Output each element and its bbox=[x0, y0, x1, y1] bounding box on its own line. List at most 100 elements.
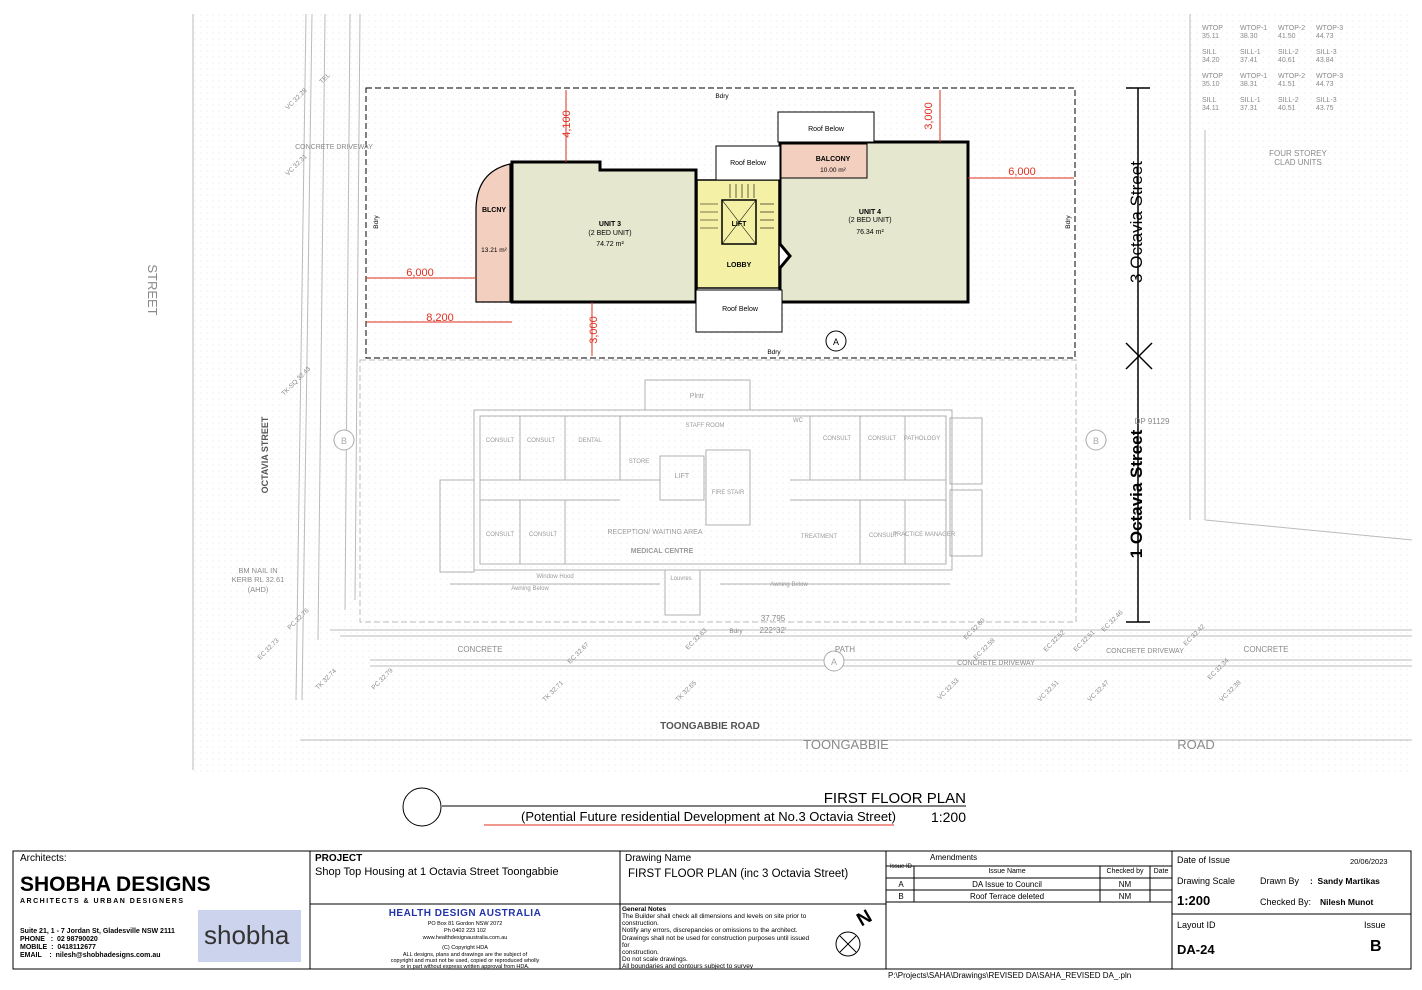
architects-label: Architects: bbox=[20, 853, 67, 864]
level-label: WTOP bbox=[1202, 25, 1223, 32]
hda-line-1: PO Box 81 Gordon NSW 2072 bbox=[427, 921, 503, 927]
bm-nail-1: BM NAIL IN bbox=[238, 566, 277, 575]
street-left-label: STREET bbox=[145, 264, 160, 315]
shobha-logo-box bbox=[198, 910, 301, 962]
unit-4-type: (2 BED UNIT) bbox=[848, 217, 891, 224]
general-note-line: Notify any errors, discrepancies or omis… bbox=[622, 927, 798, 935]
level-label: SILL-2 bbox=[1278, 49, 1299, 56]
section-a-bottom: A bbox=[831, 657, 837, 667]
ground-consult-7: CONSULT bbox=[869, 533, 898, 539]
dim-6000-right: 6,000 bbox=[1008, 166, 1036, 178]
dim-8200: 8,200 bbox=[426, 312, 454, 324]
level-label: 37.41 bbox=[1240, 57, 1258, 64]
four-storey-label: FOUR STOREY bbox=[1269, 149, 1327, 158]
general-note-line: construction. bbox=[622, 920, 659, 928]
ground-fire-stair: FIRE STAIR bbox=[712, 490, 745, 496]
level-label: WTOP-2 bbox=[1278, 73, 1305, 80]
ground-awning-left: Awning Below bbox=[511, 586, 549, 592]
hda-line-3: www.healthdesignaustralia.com.au bbox=[422, 935, 508, 941]
toongabbie-label: TOONGABBIE bbox=[803, 737, 889, 752]
level-label: 38.31 bbox=[1240, 81, 1258, 88]
ground-consult-5: CONSULT bbox=[486, 532, 515, 538]
general-note-line: Do not scale drawings. bbox=[622, 956, 688, 964]
level-label: 44.73 bbox=[1316, 81, 1334, 88]
level-label: 34.11 bbox=[1202, 105, 1219, 112]
dim-37795: 37.795 bbox=[761, 614, 786, 623]
amend-row-a-name: DA Issue to Council bbox=[972, 880, 1042, 889]
balcony-unit4 bbox=[780, 143, 868, 179]
issue-value: B bbox=[1370, 938, 1382, 955]
ground-consult-1: CONSULT bbox=[486, 438, 515, 444]
concrete-driveway-mid: CONCRETE DRIVEWAY bbox=[957, 660, 1035, 667]
drawn-by-value: : Sandy Martikas bbox=[1310, 876, 1380, 886]
octavia-street-left-label: OCTAVIA STREET bbox=[260, 416, 270, 493]
balcony-label: BALCONY bbox=[816, 156, 851, 163]
level-label: WTOP-2 bbox=[1278, 25, 1305, 32]
date-value: 20/06/2023 bbox=[1350, 857, 1388, 866]
floor-plan-drawing: CONSULT CONSULT DENTAL STORE STAFF ROOM … bbox=[145, 12, 1413, 827]
scale-label: Drawing Scale bbox=[1177, 876, 1236, 886]
concrete-driveway-right: CONCRETE DRIVEWAY bbox=[1106, 648, 1184, 655]
ground-lift: LIFT bbox=[675, 473, 690, 480]
level-label: SILL-3 bbox=[1316, 97, 1337, 104]
ground-reception: RECEPTION/ WAITING AREA bbox=[607, 529, 702, 536]
hda-name: HEALTH DESIGN AUSTRALIA bbox=[388, 908, 542, 919]
levels-right: WTOP35.11WTOP-138.30WTOP-241.50WTOP-344.… bbox=[1202, 25, 1343, 112]
dim-3000-bottom: 3,000 bbox=[588, 316, 600, 344]
layout-id-value: DA-24 bbox=[1177, 942, 1215, 957]
level-label: WTOP-3 bbox=[1316, 73, 1343, 80]
level-label: 40.61 bbox=[1278, 57, 1296, 64]
level-label: WTOP bbox=[1202, 73, 1223, 80]
clad-units-label: CLAD UNITS bbox=[1274, 158, 1322, 167]
firm-mobile: MOBILE : 0418112677 bbox=[20, 944, 96, 951]
amend-row-b-id: B bbox=[898, 892, 904, 901]
bdry-right: Bdry bbox=[1065, 215, 1072, 229]
firm-name: SHOBHA DESIGNS bbox=[20, 873, 211, 896]
roof-below-top-left bbox=[715, 145, 781, 181]
lift-label: LIFT bbox=[732, 221, 747, 228]
hda-line-4: (C) Copyright HDA bbox=[442, 945, 488, 951]
toongabbie-road-label: TOONGABBIE ROAD bbox=[660, 721, 760, 732]
blcny-label: BLCNY bbox=[482, 207, 506, 214]
concrete-left: CONCRETE bbox=[458, 645, 503, 654]
firm-email[interactable]: EMAIL : nilesh@shobhadesigns.com.au bbox=[20, 952, 161, 959]
section-markers: A A B B bbox=[333, 330, 1107, 672]
general-note-line: All boundaries and contours subject to s… bbox=[622, 963, 754, 971]
general-note-line: Drawings shall not be used for construct… bbox=[622, 934, 810, 949]
blcny-unit3 bbox=[475, 163, 511, 303]
amend-row-a-id: A bbox=[898, 880, 904, 889]
dim-3000-top: 3,000 bbox=[923, 102, 935, 130]
drawing-name: FIRST FLOOR PLAN (inc 3 Octavia Street) bbox=[628, 868, 849, 880]
amend-row-b-name: Roof Terrace deleted bbox=[969, 892, 1045, 901]
bm-nail-3: (AHD) bbox=[248, 585, 269, 594]
ground-consult-2: CONSULT bbox=[527, 438, 556, 444]
level-label: 34.20 bbox=[1202, 57, 1220, 64]
unit-3-label: UNIT 3 bbox=[599, 221, 621, 228]
general-notes: The Builder shall check all dimensions a… bbox=[622, 913, 812, 971]
bearing: 222°32' bbox=[760, 626, 787, 635]
level-label: 40.51 bbox=[1278, 105, 1296, 112]
firm-phone: PHONE : 02 98790020 bbox=[20, 936, 98, 943]
roof-below-bottom bbox=[695, 289, 783, 333]
hda-line-7: or in part without express written appro… bbox=[400, 964, 530, 970]
title-subtitle: (Potential Future residential Developmen… bbox=[521, 809, 896, 824]
site-boundary-1-octavia bbox=[359, 359, 1077, 623]
firm-subtitle: ARCHITECTS & URBAN DESIGNERS bbox=[20, 898, 185, 905]
ground-window-hood: Window Hood bbox=[536, 574, 573, 580]
amendments-label: Amendments bbox=[930, 853, 978, 862]
general-note-line: construction. bbox=[622, 949, 659, 957]
stair-treads bbox=[700, 184, 774, 229]
file-path: P:\Projects\SAHA\Drawings\REVISED DA\SAH… bbox=[888, 971, 1132, 980]
dim-6000-left: 6,000 bbox=[406, 267, 434, 279]
level-label: WTOP-3 bbox=[1316, 25, 1343, 32]
level-label: SILL-2 bbox=[1278, 97, 1299, 104]
ground-wc: WC bbox=[793, 418, 804, 424]
drawn-by-label: Drawn By bbox=[1260, 876, 1300, 886]
ground-dental: DENTAL bbox=[578, 438, 602, 444]
general-note-line: The Builder shall check all dimensions a… bbox=[622, 913, 807, 920]
unit-4-outline bbox=[778, 140, 970, 304]
level-label: SILL-3 bbox=[1316, 49, 1337, 56]
section-a-top: A bbox=[833, 337, 839, 347]
level-label: 35.10 bbox=[1202, 81, 1220, 88]
